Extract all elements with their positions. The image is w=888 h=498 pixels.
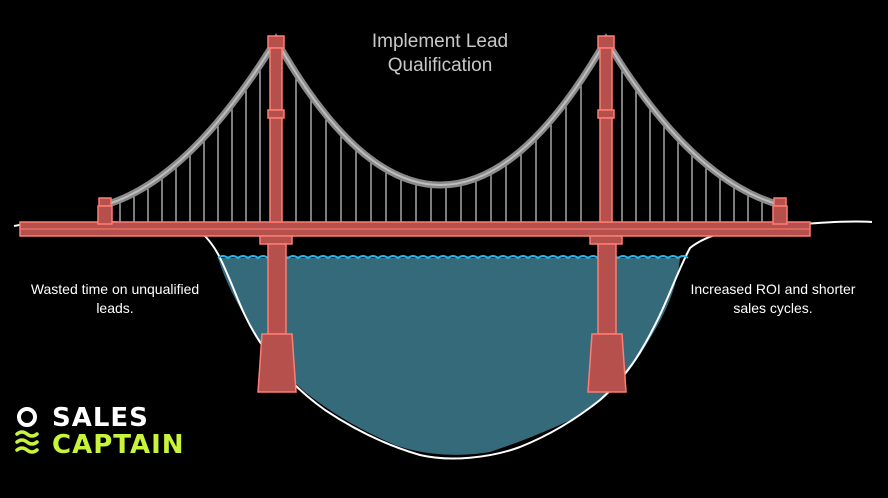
right-bank-line-1: Increased ROI and shorter: [690, 281, 856, 297]
logo-word-sales: SALES: [52, 403, 149, 433]
sales-captain-logo: SALES CAPTAIN: [14, 404, 254, 460]
logo-mark: [15, 407, 39, 454]
main-cables: [101, 33, 784, 209]
right-bank-line-2: sales cycles.: [733, 300, 813, 316]
river-water: [218, 258, 680, 455]
title-line-1: Implement Lead: [371, 31, 509, 52]
left-bank-line-2: leads.: [96, 300, 134, 316]
left-bank-line-1: Wasted time on unqualified: [30, 281, 200, 297]
bridge-deck: [19, 221, 811, 237]
right-end-pier: [772, 197, 788, 225]
water-surface-line: [217, 255, 689, 260]
left-end-pier: [97, 197, 113, 225]
diagram-title: Implement Lead Qualification: [330, 30, 550, 78]
suspender-cables: [119, 65, 763, 222]
right-bank-label: Increased ROI and shorter sales cycles.: [668, 280, 878, 318]
logo-word-captain: CAPTAIN: [52, 430, 185, 460]
left-bank-label: Wasted time on unqualified leads.: [10, 280, 220, 318]
title-line-2: Qualification: [387, 55, 493, 76]
waves-icon: [15, 430, 39, 454]
left-tower: [257, 35, 297, 393]
ring-icon: [17, 407, 37, 427]
right-tower: [587, 35, 627, 393]
